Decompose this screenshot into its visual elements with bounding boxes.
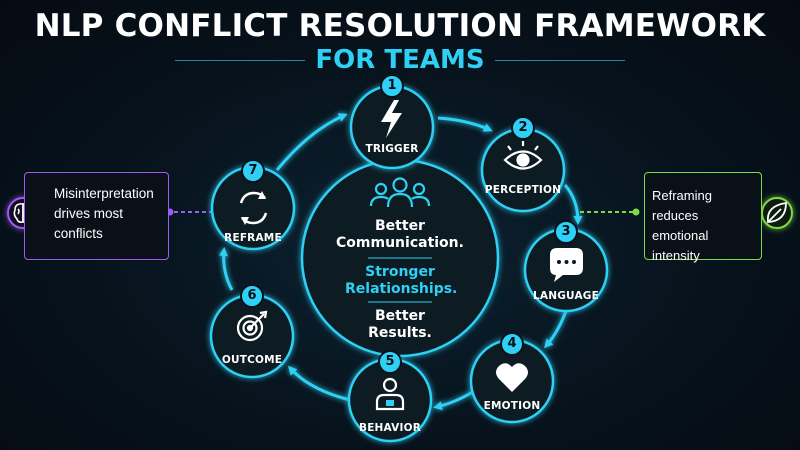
center-line-results: Better Results. (368, 308, 432, 341)
subtitle-line-left (175, 60, 305, 61)
badge-4 (500, 332, 524, 356)
arrow-trigger-to-perception (437, 116, 493, 132)
left-note-box (24, 172, 169, 260)
leaf-icon (766, 201, 787, 223)
team-icon (369, 177, 431, 208)
arrow-outcome-to-reframe (218, 247, 234, 291)
badge-number-1: 1 (387, 78, 397, 93)
heart-icon (496, 363, 528, 392)
node-label-behavior: BEHAVIOR (358, 422, 422, 434)
node-label-emotion: EMOTION (483, 400, 541, 412)
page-title: NLP CONFLICT RESOLUTION FRAMEWORK (34, 8, 766, 44)
badge-6 (240, 284, 264, 308)
number-badges (240, 74, 578, 374)
subtitle-line-right (495, 60, 625, 61)
badge-3 (554, 220, 578, 244)
badge-number-6: 6 (247, 288, 257, 303)
node-circles (209, 84, 609, 443)
right-note-dot (632, 208, 640, 216)
right-note-box (644, 172, 762, 260)
lightning-icon (381, 100, 402, 138)
target-icon (236, 310, 268, 342)
badge-number-5: 5 (385, 354, 395, 369)
center-line-relationships: Stronger Relationships. (345, 264, 458, 297)
badge-1 (380, 74, 404, 98)
badge-7 (241, 159, 265, 183)
speech-bubble-icon (550, 248, 583, 282)
node-label-outcome: OUTCOME (221, 354, 283, 366)
arrow-behavior-to-outcome (287, 365, 351, 402)
badge-number-3: 3 (561, 224, 571, 239)
refresh-icon (239, 191, 268, 225)
eye-icon (503, 141, 543, 170)
node-label-language: LANGUAGE (533, 290, 599, 302)
page-subtitle: FOR TEAMS (315, 45, 485, 75)
badge-number-7: 7 (248, 163, 258, 178)
center-line-communication: Better Communication. (336, 218, 464, 251)
badge-number-4: 4 (507, 336, 517, 351)
node-label-perception: PERCEPTION (484, 184, 562, 196)
node-label-trigger: TRIGGER (365, 143, 419, 155)
badge-2 (511, 116, 535, 140)
node-label-reframe: REFRAME (224, 232, 282, 244)
arrow-reframe-to-trigger (275, 113, 348, 171)
badge-5 (378, 350, 402, 374)
arrow-perception-to-language (563, 184, 583, 225)
left-note-text: Misinterpretation drives most conflicts (54, 186, 154, 241)
badge-number-2: 2 (518, 120, 528, 135)
right-note-text: Reframing reduces emotional intensity (652, 188, 712, 263)
person-icon (375, 377, 405, 411)
subtitle-row: FOR TEAMS (0, 45, 800, 75)
